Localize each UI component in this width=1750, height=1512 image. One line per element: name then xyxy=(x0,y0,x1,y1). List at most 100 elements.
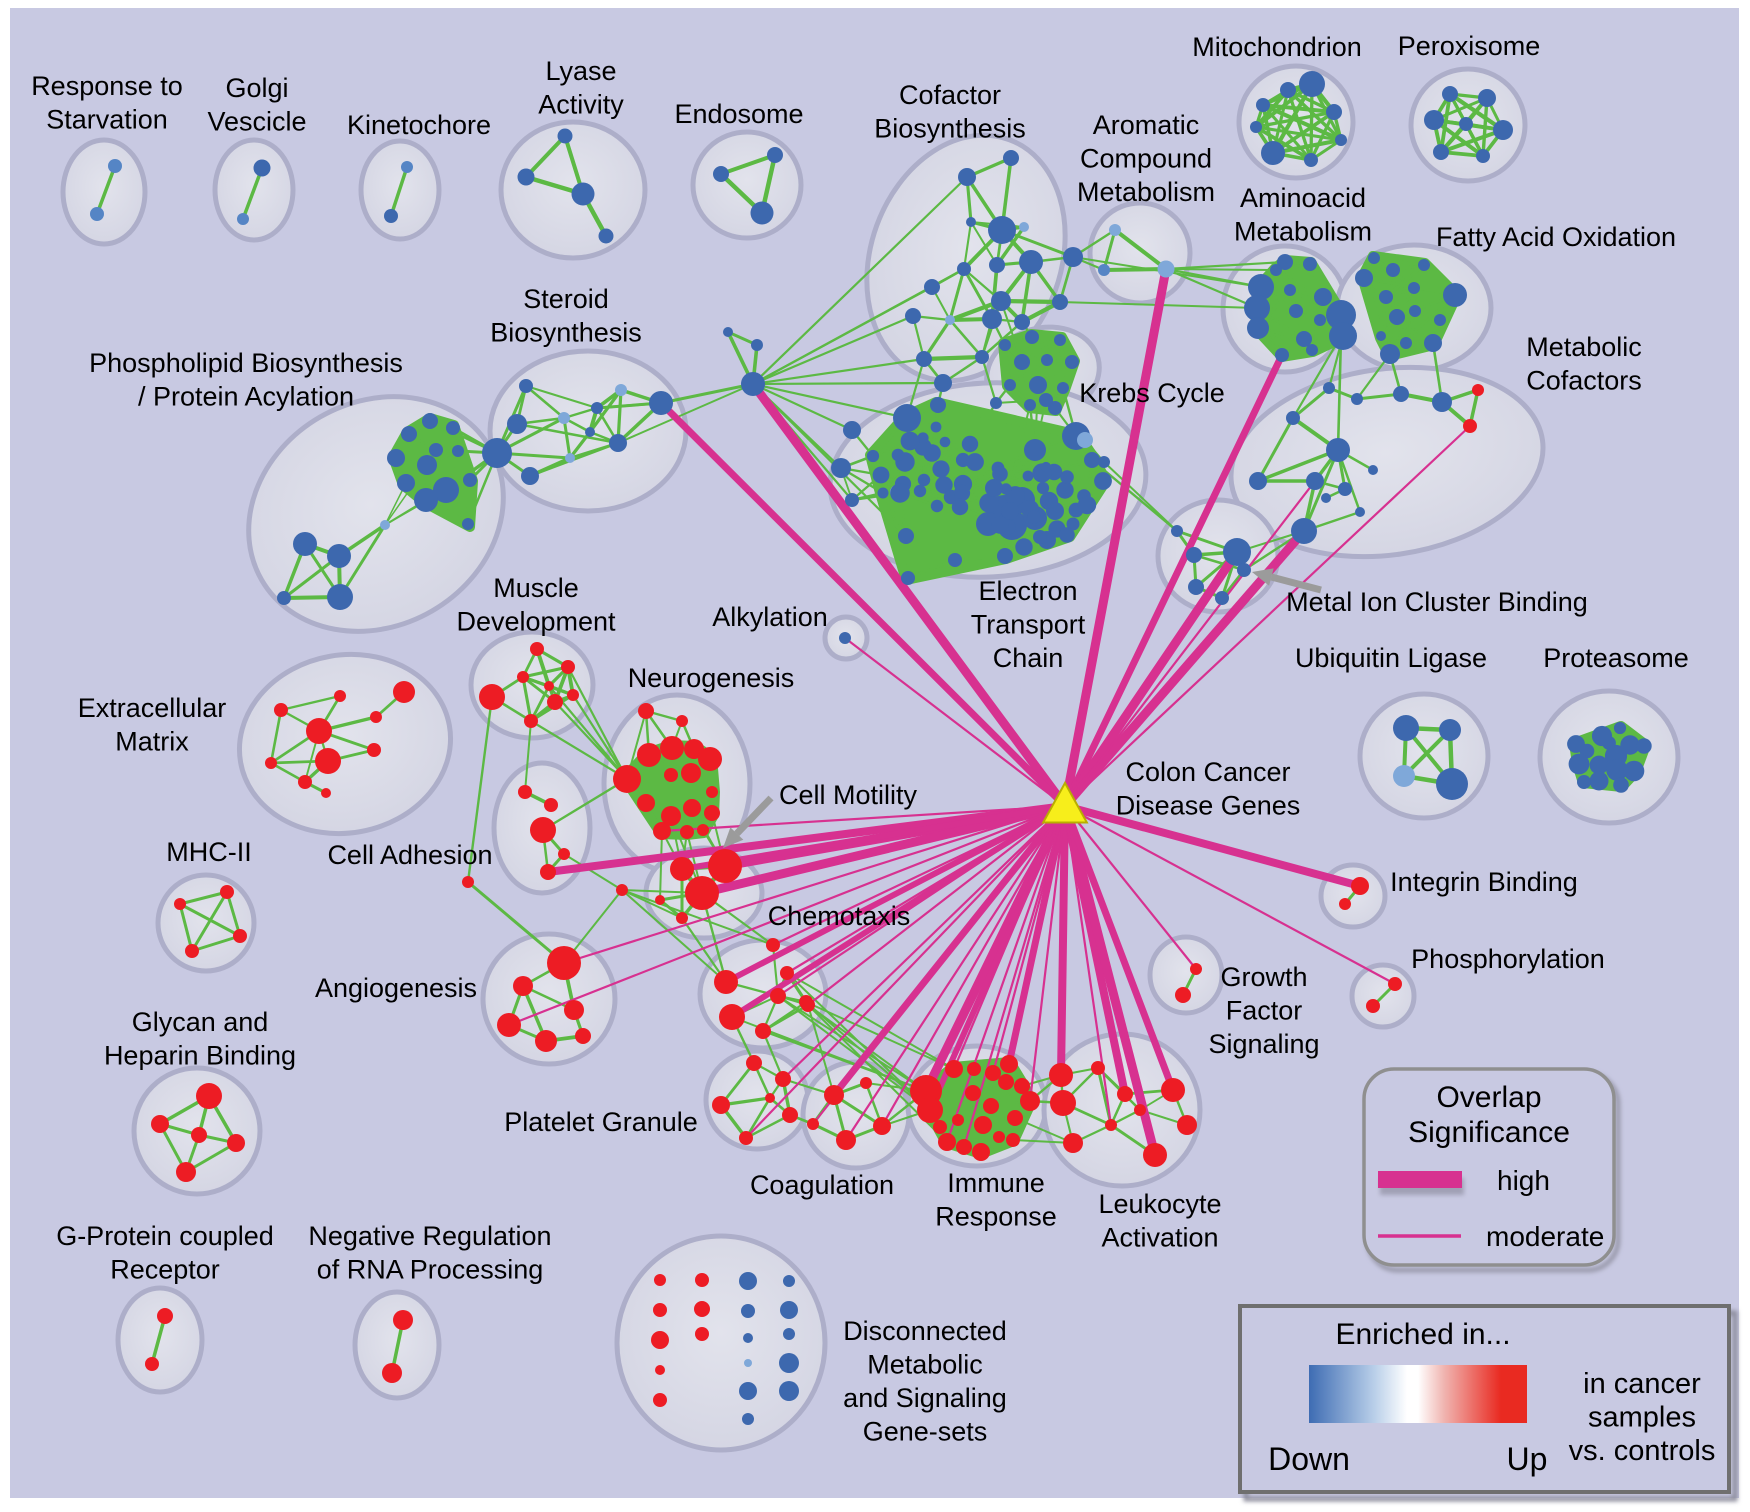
gene-set-node-up xyxy=(145,1357,159,1371)
green-edge xyxy=(588,388,623,434)
cluster-label-platelet-granule: Platelet Granule xyxy=(504,1107,698,1137)
gene-set-node-down xyxy=(1215,591,1229,605)
overlap-edge-moderate xyxy=(660,804,1067,833)
overlap-edge-moderate xyxy=(1063,804,1198,971)
gene-set-node-up xyxy=(765,1093,775,1103)
green-edge-inter xyxy=(617,383,754,444)
gene-set-node-up xyxy=(462,876,474,888)
gene-set-node-up xyxy=(1007,1110,1023,1126)
gene-set-node-down xyxy=(1296,331,1312,347)
cell-motility-arrow-head xyxy=(723,827,744,848)
gene-set-node-down xyxy=(743,1333,753,1343)
gene-set-node-down xyxy=(1338,482,1352,496)
gene-set-node-up xyxy=(1472,384,1484,396)
green-edge xyxy=(921,354,985,362)
gene-set-node-down xyxy=(750,201,774,225)
gene-set-node-down xyxy=(966,453,984,471)
green-edge xyxy=(1439,128,1505,154)
gene-set-node-up xyxy=(967,1062,981,1076)
green-edge xyxy=(1432,118,1485,158)
gene-set-node-down xyxy=(482,438,512,468)
green-edge-inter xyxy=(751,382,854,432)
gene-set-node-down xyxy=(463,473,477,487)
green-edge xyxy=(948,267,966,322)
high-significance-swatch xyxy=(1378,1171,1462,1188)
gene-set-node-down xyxy=(1077,432,1093,448)
green-edge-inter xyxy=(1164,260,1287,271)
gene-set-node-down xyxy=(1275,348,1289,362)
gene-set-node-down xyxy=(1439,719,1461,741)
gene-set-node-down xyxy=(1418,259,1430,271)
green-edge xyxy=(521,675,533,723)
gene-set-node-down xyxy=(831,458,851,478)
cluster-label-alkylation: Alkylation xyxy=(712,602,828,632)
cluster-ellipse-disconnected-gene-sets xyxy=(614,1233,828,1453)
green-edge xyxy=(338,523,387,599)
gene-set-node-up xyxy=(719,1004,745,1030)
gene-set-node-down xyxy=(877,487,889,499)
gene-set-node-down xyxy=(991,516,1009,534)
gene-set-node-down xyxy=(557,128,573,144)
gene-set-node-up xyxy=(517,671,529,683)
gene-set-node-down xyxy=(1039,393,1053,407)
gene-set-node-down xyxy=(237,213,249,225)
gene-set-node-down xyxy=(713,166,729,182)
green-edge xyxy=(178,902,194,953)
metal-ion-arrow-shaft xyxy=(1270,573,1322,594)
gene-set-node-up xyxy=(220,885,234,899)
gene-set-node-down xyxy=(951,498,969,516)
gene-set-node-down xyxy=(953,484,971,502)
gene-set-node-up xyxy=(1143,1143,1167,1167)
gene-set-node-down xyxy=(1376,331,1386,341)
overlap-edge-high xyxy=(1060,801,1160,1160)
green-edge-inter xyxy=(659,830,663,901)
gene-set-node-down xyxy=(517,168,535,186)
gene-set-node-down xyxy=(1098,264,1110,276)
gene-set-node-up xyxy=(497,1013,521,1037)
gene-set-node-up xyxy=(479,684,505,710)
cell-motility-arrow-shaft xyxy=(734,795,774,836)
gene-set-node-down xyxy=(999,339,1011,351)
gene-set-node-down xyxy=(1244,295,1270,321)
gene-set-node-up xyxy=(782,1107,798,1123)
gene-set-node-down xyxy=(649,391,673,415)
gene-set-node-down xyxy=(992,466,1008,482)
gene-set-node-down xyxy=(985,479,1003,497)
gene-set-node-up xyxy=(972,1143,990,1161)
gene-set-node-down xyxy=(1000,483,1012,495)
green-edge-inter xyxy=(751,382,909,420)
overlap-edge-high xyxy=(1057,802,1069,1079)
gene-set-node-up xyxy=(1339,898,1351,910)
green-edge-inter xyxy=(571,693,629,781)
gene-set-node-down xyxy=(1289,304,1303,318)
gene-set-node-up xyxy=(836,1130,856,1150)
gene-set-node-down xyxy=(1355,507,1365,517)
gene-set-node-down xyxy=(401,426,417,442)
gene-set-node-up xyxy=(321,788,331,798)
down-label: Down xyxy=(1268,1441,1350,1477)
gene-set-node-down xyxy=(1314,314,1326,326)
gene-set-node-up xyxy=(524,714,538,728)
gene-set-node-down xyxy=(890,483,910,503)
gene-set-node-down xyxy=(767,147,783,163)
gene-set-node-down xyxy=(1442,86,1458,102)
green-edge xyxy=(524,384,566,420)
gene-set-node-up xyxy=(704,805,720,821)
green-edge-inter xyxy=(524,720,532,793)
gene-set-node-up xyxy=(1000,1055,1018,1073)
gene-set-node-down xyxy=(519,379,533,393)
gene-set-node-down xyxy=(384,209,398,223)
cluster-label-chemotaxis: Chemotaxis xyxy=(768,901,911,931)
green-edge-inter xyxy=(761,1029,785,1081)
green-edge xyxy=(1192,553,1246,572)
gene-set-node-down xyxy=(1286,411,1300,425)
gene-set-node-down xyxy=(387,449,405,467)
gene-set-node-up xyxy=(1366,999,1380,1013)
cluster-ellipse-endosome xyxy=(690,129,804,241)
